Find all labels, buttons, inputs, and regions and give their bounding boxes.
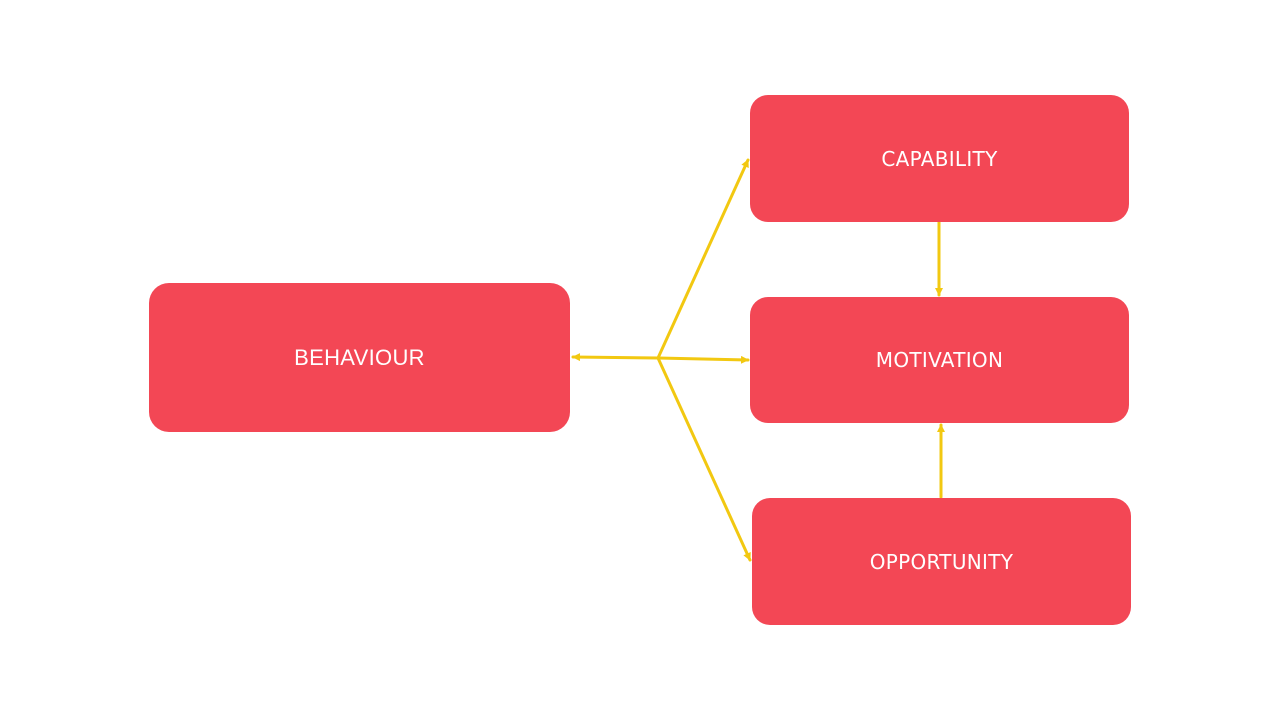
motivation-node: MOTIVATION xyxy=(750,297,1129,423)
arrow-hub-to-motivation xyxy=(656,355,750,364)
opportunity-node: OPPORTUNITY xyxy=(752,498,1131,625)
opportunity-label: OPPORTUNITY xyxy=(869,549,1014,574)
behaviour-node: BEHAVIOUR xyxy=(149,283,570,432)
capability-node: CAPABILITY xyxy=(750,95,1129,222)
arrow-hub-to-capability xyxy=(656,158,750,360)
motivation-label: MOTIVATION xyxy=(875,348,1004,372)
capability-label: CAPABILITY xyxy=(881,146,998,171)
arrow-hub-to-behaviour xyxy=(571,353,660,362)
arrow-hub-to-opportunity xyxy=(656,356,752,562)
behaviour-label: BEHAVIOUR xyxy=(294,344,425,370)
